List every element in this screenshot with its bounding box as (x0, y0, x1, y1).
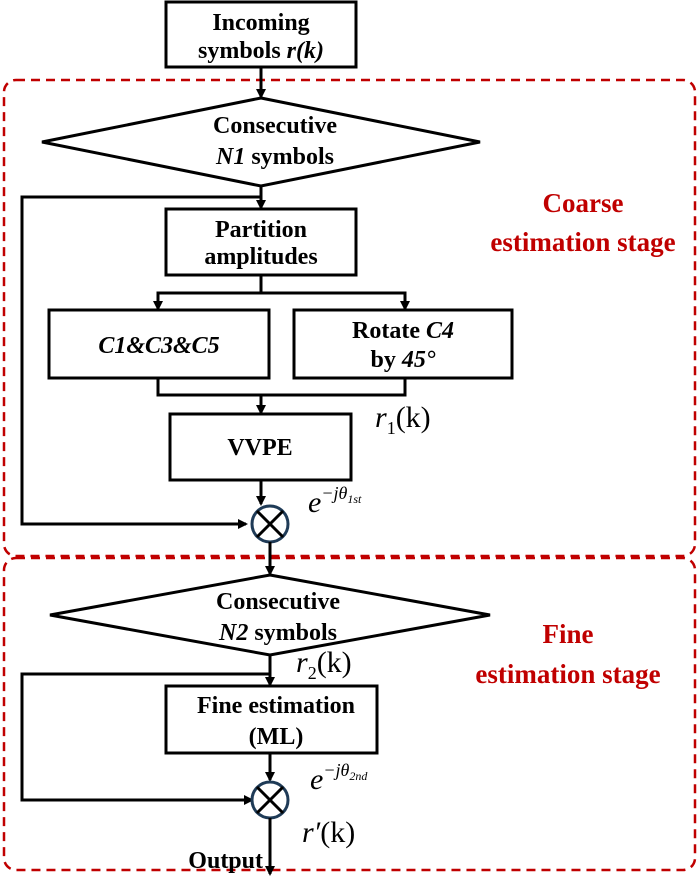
partition-line1: Partition (215, 217, 307, 243)
rprime-base: r′ (302, 816, 321, 849)
exp2-sup: −jθ (323, 760, 349, 780)
svg-text:N2 symbols: N2 symbols (218, 620, 337, 646)
fine-feedback-loop (20, 672, 270, 805)
r2-base: r (296, 646, 308, 679)
c1-c3-c5-node: C1&C3&C5 (47, 308, 271, 380)
exp2-base: e (310, 763, 323, 796)
consecutive2-line1: Consecutive (216, 589, 340, 615)
r2-arg: (k) (317, 646, 352, 679)
r1-arg: (k) (396, 401, 431, 434)
incoming-line2-prefix: symbols (198, 38, 287, 64)
mixer-2 (250, 780, 290, 820)
r1-sub: 1 (387, 418, 396, 438)
rotate-c4: C4 (426, 318, 454, 344)
exp1-sup: −jθ (321, 483, 347, 503)
exp2-sub: 2nd (349, 769, 368, 783)
vvpe-label: VVPE (227, 435, 292, 461)
consecutive-n1-decision: Consecutive N1 symbols (41, 96, 481, 188)
r2-signal-label: r2(k) (296, 646, 352, 683)
consecutive2-line2-rest: symbols (248, 620, 337, 646)
consecutive1-line1: Consecutive (213, 113, 337, 139)
vvpe-node: VVPE (168, 412, 353, 482)
coarse-stage-subtitle: estimation stage (490, 227, 675, 257)
c135-label: C1&C3&C5 (98, 333, 219, 359)
exp2-signal-label: e−jθ2nd (310, 760, 368, 796)
rprime-signal-label: r′(k) (302, 816, 355, 849)
mixer-1 (250, 504, 290, 544)
coarse-feedback-loop (20, 195, 261, 529)
svg-text:Rotate C4: Rotate C4 (352, 318, 454, 344)
fine-stage-subtitle: estimation stage (475, 659, 660, 689)
output-label: Output (188, 848, 263, 874)
consecutive1-n1: N1 (215, 144, 245, 170)
split-bar (156, 291, 407, 307)
rprime-arg: (k) (320, 816, 355, 849)
exp1-signal-label: e−jθ1st (308, 483, 362, 519)
coarse-stage-title: Coarse (543, 188, 624, 218)
partition-amplitudes-node: Partition amplitudes (164, 207, 358, 277)
svg-text:symbols r(k): symbols r(k) (198, 38, 324, 64)
merge-bar (156, 378, 407, 397)
incoming-line2-math: r(k) (287, 38, 324, 64)
partition-line2: amplitudes (204, 244, 317, 270)
rotate-angle: 45° (401, 347, 436, 373)
rotate-by: by (371, 347, 402, 373)
svg-text:N1 symbols: N1 symbols (215, 144, 334, 170)
fine-estimation-node: Fine estimation (ML) (164, 684, 379, 755)
fine-stage-frame (2, 556, 697, 872)
consecutive2-n2: N2 (218, 620, 248, 646)
fine-line1: Fine estimation (197, 693, 355, 719)
r1-signal-label: r1(k) (375, 401, 431, 438)
rotate-c4-node: Rotate C4 by 45° (292, 308, 514, 380)
rotate-prefix: Rotate (352, 318, 426, 344)
coarse-stage-frame (2, 78, 697, 558)
r1-base: r (375, 401, 387, 434)
exp1-sub: 1st (347, 492, 362, 506)
fine-stage-title: Fine (543, 619, 594, 649)
consecutive1-line2-rest: symbols (245, 144, 334, 170)
svg-text:by 45°: by 45° (371, 347, 436, 373)
r2-sub: 2 (308, 663, 317, 683)
fine-line2: (ML) (249, 724, 304, 750)
incoming-symbols-node: Incoming symbols r(k) (164, 0, 358, 69)
consecutive-n2-decision: Consecutive N2 symbols (49, 573, 491, 657)
exp1-base: e (308, 486, 321, 519)
incoming-line1: Incoming (212, 10, 309, 36)
